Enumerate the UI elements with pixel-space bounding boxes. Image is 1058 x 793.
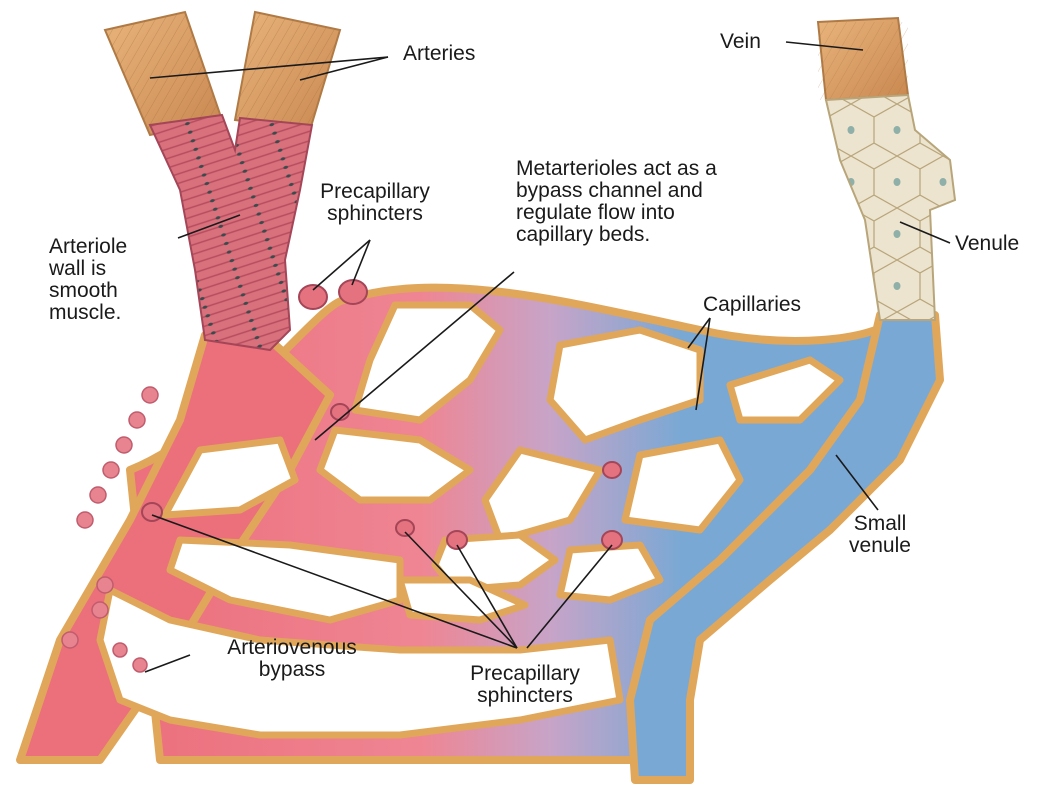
label-venule: Venule — [955, 232, 1020, 255]
label-precapillary-sphincters-top: Precapillary sphincters — [320, 180, 430, 225]
label-vein: Vein — [720, 30, 761, 53]
arteriole-smooth-muscle — [148, 113, 314, 352]
label-capillaries: Capillaries — [703, 293, 802, 316]
leader-lines — [144, 41, 951, 673]
label-small-venule: Small venule — [849, 512, 911, 557]
label-metarterioles: Metarterioles act as a bypass channel an… — [516, 157, 717, 246]
label-precapillary-sphincters-bottom: Precapillary sphincters — [470, 662, 580, 707]
arteries-vessels — [103, 10, 342, 137]
vein-vessel — [816, 16, 910, 102]
venule-vessel — [824, 93, 957, 321]
label-arteries: Arteries — [403, 42, 476, 65]
capillary-holes — [96, 301, 844, 739]
small-venule-vessel — [626, 311, 944, 784]
label-arteriole-wall: Arteriole wall is smooth muscle. — [49, 235, 128, 324]
label-arteriovenous-bypass: Arteriovenous bypass — [227, 636, 357, 681]
pericyte-bumps — [61, 386, 159, 673]
precapillary-sphincters-top — [298, 279, 368, 310]
